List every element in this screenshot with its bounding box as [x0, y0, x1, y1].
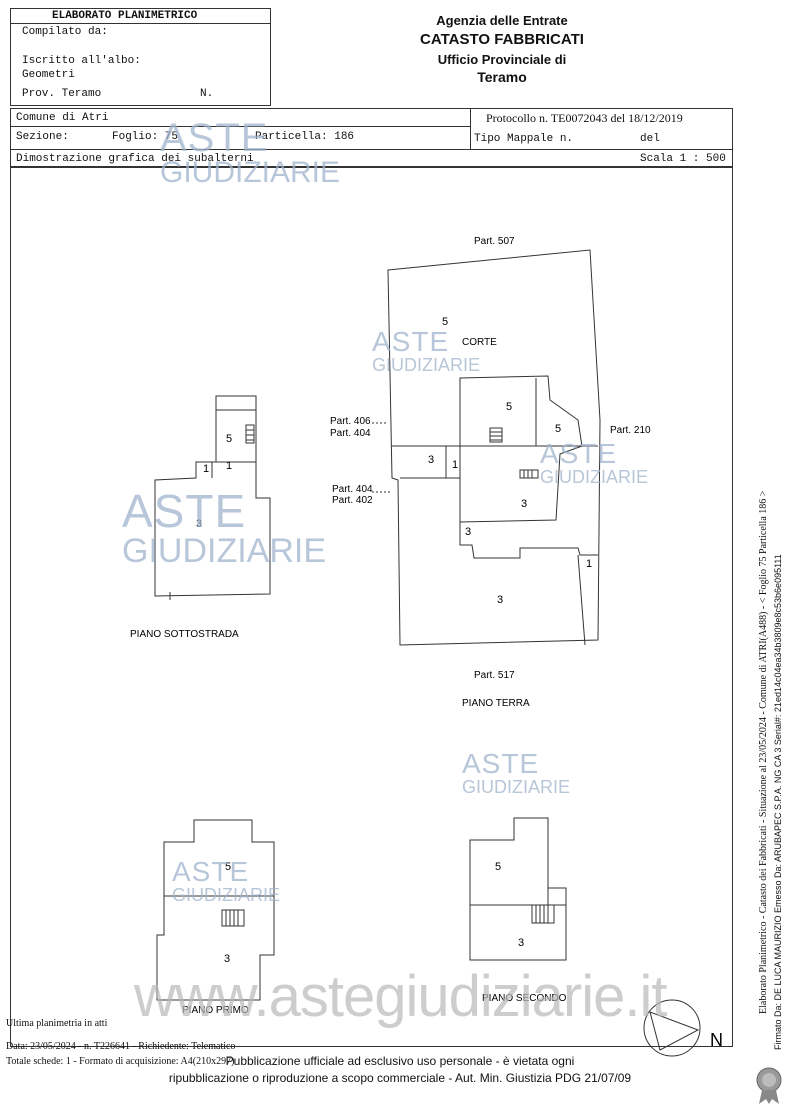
- particella-label: Particella: 186: [255, 131, 355, 143]
- side-text-2: Firmato Da: DE LUCA MAURIZIO Emesso Da: …: [773, 554, 783, 1050]
- label-secondo: PIANO SECONDO: [482, 993, 567, 1004]
- secondo-sub-3: 3: [518, 937, 524, 949]
- pub-line-2: ripubblicazione o riproduzione a scopo c…: [168, 1071, 632, 1085]
- primo-stair: [221, 909, 245, 927]
- foglio-label: Foglio: 75: [112, 131, 179, 143]
- north-arrow-icon: [649, 1011, 700, 1051]
- dimostrazione-label: Dimostrazione grafica dei subalterni: [16, 153, 254, 165]
- sotto-stair: [245, 424, 255, 444]
- part-406: Part. 406: [330, 416, 371, 427]
- watermark-6: ASTE GIUDIZIARIE: [172, 856, 281, 905]
- sezione-label: Sezione:: [16, 131, 69, 143]
- info-hdivider2: [10, 149, 733, 150]
- part-404-b: Part. 404: [332, 484, 373, 495]
- comune-label: Comune di Atri: [16, 112, 109, 124]
- tipo-mappale-label: Tipo Mappale n.: [474, 133, 574, 145]
- part-404-a: Part. 404: [330, 428, 371, 439]
- north-label: N: [710, 1030, 723, 1050]
- header-divider: [10, 23, 271, 24]
- terra-outline: [387, 249, 601, 646]
- secondo-outline: [469, 817, 567, 961]
- terra-sub-1-b: 1: [586, 558, 592, 570]
- footer-totale: Totale schede: 1 - Formato di acquisizio…: [6, 1056, 235, 1067]
- label-terra: PIANO TERRA: [462, 698, 530, 709]
- primo-sub-3: 3: [224, 953, 230, 965]
- info-box: [10, 108, 733, 167]
- compilato-label: Compilato da:: [22, 26, 108, 38]
- del-label: del: [640, 133, 660, 145]
- terra-building: [459, 375, 583, 523]
- protocollo-label: Protocollo n. TE0072043 del 18/12/2019: [486, 111, 683, 125]
- part-507: Part. 507: [474, 236, 515, 247]
- footer-data: Data: 23/05/2024 - n. T226641 - Richiede…: [6, 1041, 236, 1052]
- sotto-sub-1-b: 1: [226, 460, 232, 472]
- iscritto-label: Iscritto all'albo:: [22, 55, 141, 67]
- watermark-4: ASTE GIUDIZIARIE: [122, 485, 327, 570]
- ultima-planimetria: Ultima planimetria in atti: [6, 1018, 108, 1029]
- label-primo: PIANO PRIMO: [182, 1005, 249, 1016]
- terra-sub-1-a: 1: [452, 459, 458, 471]
- corte-label: CORTE: [462, 337, 497, 348]
- geometri-label: Geometri: [22, 69, 75, 81]
- info-vdivider: [470, 108, 471, 149]
- terra-stair-2: [519, 469, 539, 479]
- seal-icon: [756, 1067, 782, 1104]
- watermark-2: ASTE GIUDIZIARIE: [372, 326, 481, 375]
- terra-sub-5-b: 5: [506, 401, 512, 413]
- terra-inner-2: [577, 554, 586, 646]
- prov-label: Prov. Teramo: [22, 88, 102, 100]
- catasto-title: CATASTO FABBRICATI: [420, 31, 584, 48]
- info-hdivider1: [10, 126, 470, 127]
- side-text-1: Elaborato Planimetrico - Catasto dei Fab…: [758, 490, 769, 1014]
- agency-name: Agenzia delle Entrate: [436, 13, 568, 28]
- terra-stair-1: [489, 427, 503, 443]
- n-label: N.: [200, 88, 214, 100]
- secondo-stair: [531, 904, 555, 924]
- header-box: [10, 8, 271, 106]
- primo-outline: [156, 819, 275, 1001]
- sotto-sub-3: 3: [196, 518, 202, 530]
- sotto-sub-1-a: 1: [203, 463, 209, 475]
- terra-sub-3-a: 3: [428, 454, 434, 466]
- terra-sub-5-c: 5: [555, 423, 561, 435]
- watermark-3: ASTE GIUDIZIARIE: [540, 438, 649, 487]
- watermark-1: ASTE GIUDIZIARIE: [160, 116, 341, 189]
- terra-sub-5-a: 5: [442, 316, 448, 328]
- ufficio-label: Ufficio Provinciale di: [437, 52, 567, 67]
- terra-sub-3-d: 3: [497, 594, 503, 606]
- terra-sub-3-b: 3: [521, 498, 527, 510]
- label-sottostrada: PIANO SOTTOSTRADA: [130, 629, 239, 640]
- drawing-frame: [10, 167, 733, 1047]
- terra-sub-3-c: 3: [465, 526, 471, 538]
- secondo-sub-5: 5: [495, 861, 501, 873]
- pub-line-1: Pubblicazione ufficiale ad esclusivo uso…: [225, 1054, 575, 1068]
- terra-lower: [459, 520, 598, 559]
- part-517: Part. 517: [474, 670, 515, 681]
- scala-label: Scala 1 : 500: [640, 153, 726, 165]
- watermark-5: ASTE GIUDIZIARIE: [462, 748, 571, 797]
- part-402: Part. 402: [332, 495, 373, 506]
- part-210: Part. 210: [610, 425, 651, 436]
- city-label: Teramo: [477, 69, 527, 85]
- north-circle: [643, 999, 701, 1057]
- elaborato-title: ELABORATO PLANIMETRICO: [52, 10, 198, 22]
- primo-sub-5: 5: [225, 861, 231, 873]
- sotto-sub-5: 5: [226, 433, 232, 445]
- watermark-site: www.astegiudiziarie.it: [134, 964, 667, 1029]
